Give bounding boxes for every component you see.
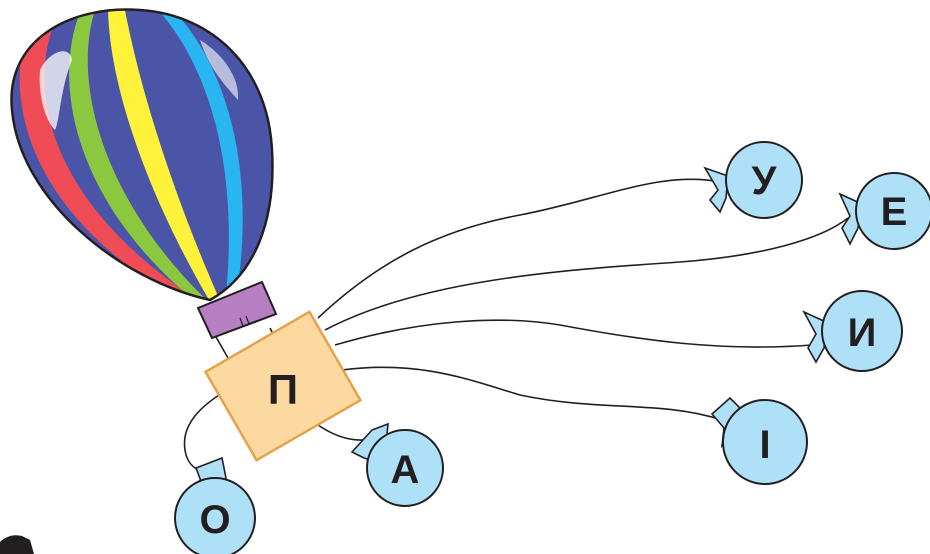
bag-letter-o: О <box>199 498 230 542</box>
bag-o[interactable]: О <box>174 456 256 554</box>
bag-body-u <box>725 141 803 219</box>
band-marks <box>239 315 250 327</box>
bag-letter-y: И <box>848 311 877 355</box>
hot-air-balloon <box>10 8 278 340</box>
bag-letter-a: А <box>391 448 420 492</box>
basket-box <box>203 310 363 462</box>
basket-letter: П <box>268 366 298 413</box>
balloon-band <box>196 280 278 340</box>
string-to-bag-e <box>324 217 849 331</box>
basket: П <box>203 310 363 462</box>
bag-body-o <box>174 477 256 554</box>
string-to-bag-u <box>317 178 721 319</box>
balloon-outline <box>10 8 274 302</box>
bag-y[interactable]: И <box>802 290 903 372</box>
bag-letter-i: І <box>759 423 770 467</box>
bag-body-i <box>722 399 808 485</box>
bag-tie-u <box>703 166 729 214</box>
balloon-stripe-yellow <box>108 10 222 300</box>
string-to-bag-i <box>341 366 723 421</box>
balloon-stripe-cyan <box>160 12 243 300</box>
corner-circle <box>0 535 34 554</box>
bag-a[interactable]: А <box>350 422 444 507</box>
bag-body-y <box>821 290 903 372</box>
bag-letter-e: Е <box>881 190 908 234</box>
balloon-highlight <box>39 51 72 130</box>
strings <box>183 178 849 472</box>
bag-u[interactable]: У <box>703 141 803 219</box>
balloon-stripe-green <box>69 10 212 300</box>
balloon-highlight-2 <box>200 40 239 100</box>
bag-e[interactable]: Е <box>838 172 930 250</box>
bag-letter-u: У <box>752 159 778 203</box>
bag-body-a <box>366 429 444 507</box>
string-to-bag-y <box>334 319 813 348</box>
bag-body-e <box>855 172 930 250</box>
bag-i[interactable]: І <box>710 396 808 485</box>
